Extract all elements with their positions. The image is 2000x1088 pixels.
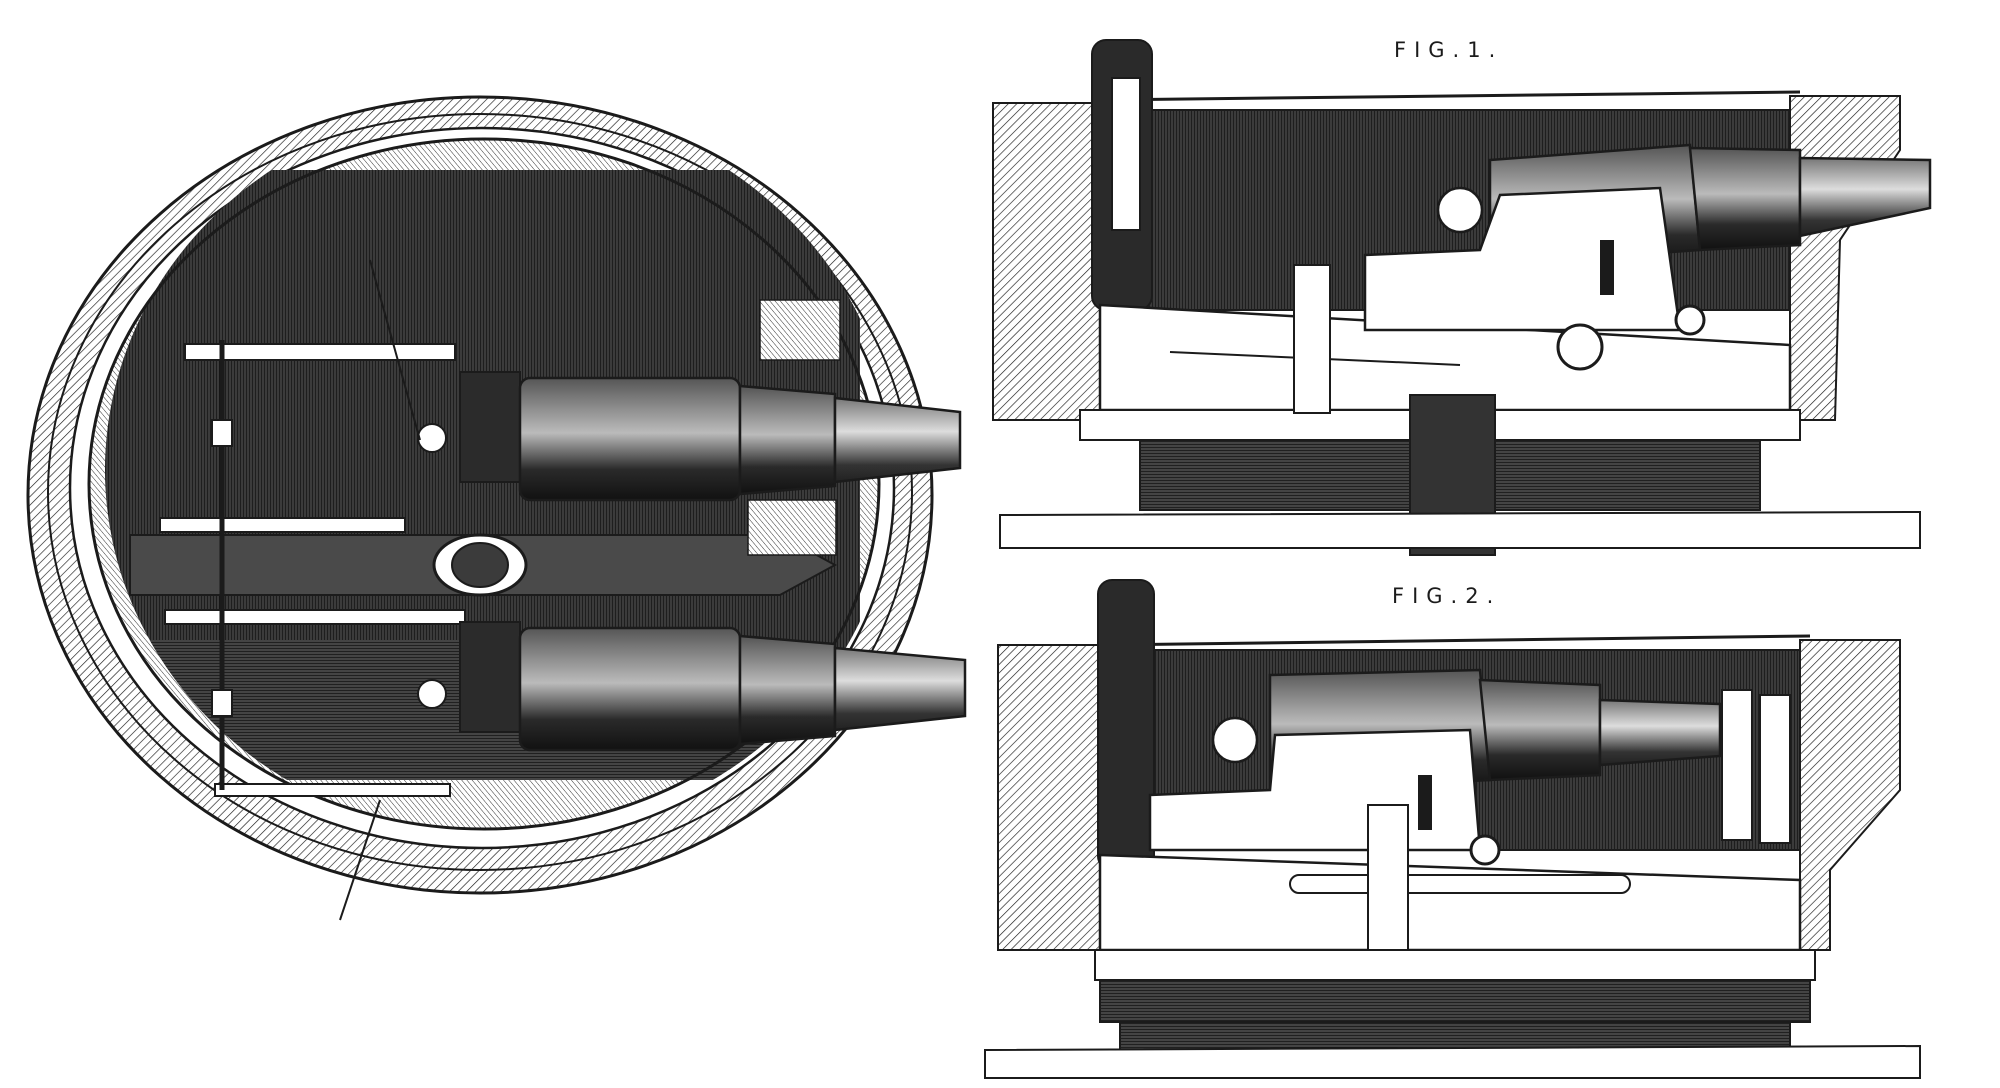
figure-2-label: FIG.2. — [1392, 584, 1502, 608]
figure-2-elevation — [984, 579, 1921, 1079]
turret-plan-view — [26, 95, 967, 921]
figure-1-label: FIG.1. — [1394, 38, 1504, 62]
figure-1-elevation — [992, 39, 1932, 556]
